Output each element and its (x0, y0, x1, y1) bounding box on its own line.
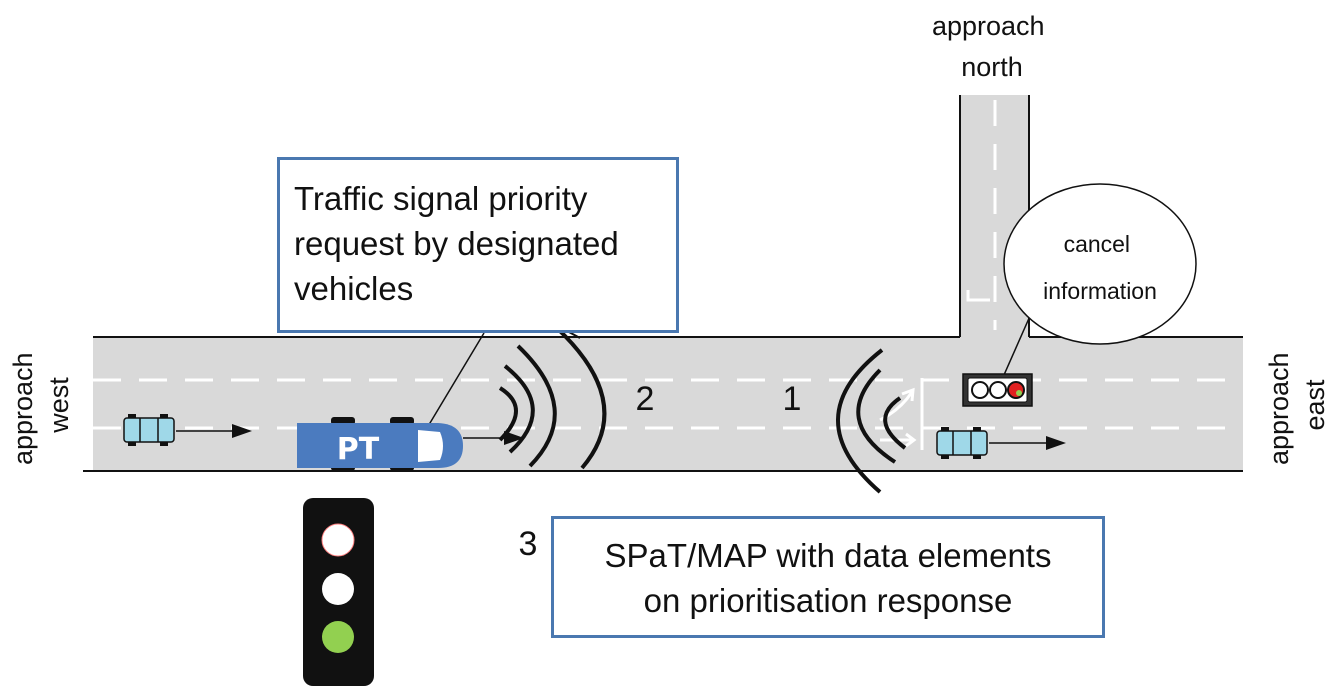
cancel-information-bubble (1003, 183, 1197, 345)
priority-request-box: Traffic signal priority request by desig… (277, 157, 679, 333)
rsu-broadcast-arcs (836, 348, 907, 494)
step-3-number: 3 (519, 525, 538, 563)
priority-request-leader (426, 332, 485, 429)
spat-map-line: on prioritisation response (643, 582, 1013, 619)
step-1-number: 1 (783, 380, 802, 418)
priority-request-line: request by designated (294, 225, 619, 262)
approach-north-label: approach north (932, 11, 1052, 82)
pt-vehicle-label: PT (337, 432, 380, 467)
priority-request-line: Traffic signal priority (294, 180, 588, 217)
approach-east-label: approach east (1264, 345, 1330, 465)
priority-request-line: vehicles (294, 270, 414, 307)
spat-map-box: SPaT/MAP with data elements on prioritis… (551, 516, 1105, 638)
red-light-icon (1007, 381, 1025, 399)
spat-map-line: SPaT/MAP with data elements (604, 537, 1052, 574)
pt-broadcast-arcs (498, 318, 607, 470)
approach-west-label: approach west (8, 345, 74, 465)
green-light-icon (322, 621, 354, 653)
pt-vehicle: PT (297, 417, 524, 471)
cancel-information-label: cancel information (1043, 231, 1157, 304)
intersection-traffic-light (962, 373, 1033, 407)
step-2-number: 2 (636, 380, 655, 418)
road-network (83, 95, 1243, 472)
cancel-information-leader (999, 315, 1031, 385)
car-west (123, 414, 252, 446)
pt-traffic-light (303, 498, 374, 686)
main-road (93, 337, 1243, 471)
car-east (936, 427, 1066, 459)
